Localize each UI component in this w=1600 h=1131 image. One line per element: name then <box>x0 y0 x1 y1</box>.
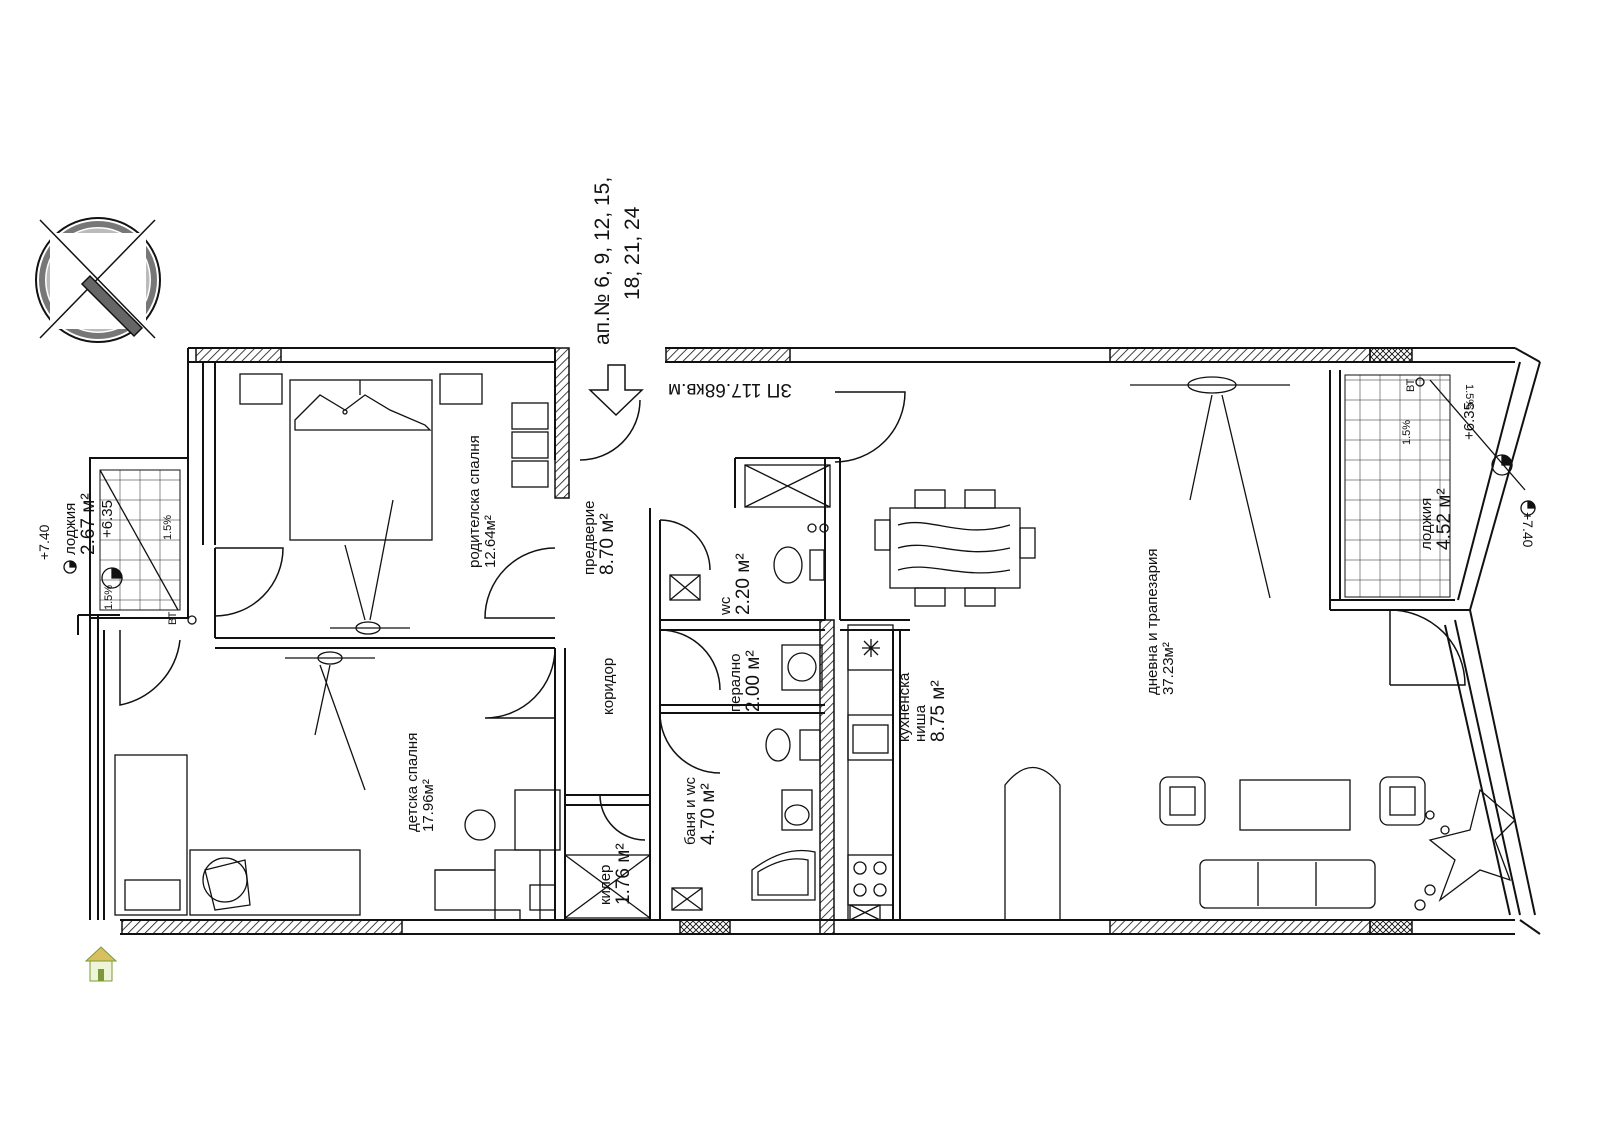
room-name: лоджия <box>62 502 79 555</box>
room-name: wc <box>717 596 734 615</box>
drain-left: ВТ <box>167 611 179 625</box>
room-name-2: ниша <box>911 704 929 742</box>
room-name: коридор <box>600 657 617 715</box>
room-name: предверие <box>581 500 598 575</box>
living-furniture <box>1004 767 1516 920</box>
slope-right-a: 1.5% <box>1401 419 1413 445</box>
slope-left-b: 1.5% <box>103 584 115 610</box>
room-hall: предверие 8.70 м² <box>581 500 618 575</box>
level-right-rail: +7.40 <box>1520 512 1536 548</box>
dining-table <box>874 489 1036 607</box>
room-area: 2.67 м² <box>77 493 99 555</box>
level-left-floor: +6.35 <box>99 500 116 538</box>
double-bed <box>239 373 549 541</box>
kids-furniture <box>114 754 561 921</box>
room-area: 8.70 м² <box>596 513 618 575</box>
level-left-rail: +7.40 <box>36 524 52 560</box>
room-kids-bedroom: детска спалня 17.96м² <box>404 732 437 832</box>
level-markers <box>63 377 1536 625</box>
room-name: перално <box>727 653 744 712</box>
walls <box>77 347 1541 935</box>
room-name: детска спалня <box>404 732 421 832</box>
room-living: дневна и трапезария 37.23м² <box>1144 548 1177 695</box>
room-loggia-right: лоджия 4.52 м² <box>1418 488 1455 550</box>
room-bath: баня и wc 4.70 м² <box>682 776 719 845</box>
slope-left-a: 1.5% <box>162 514 174 540</box>
room-corridor: коридор <box>600 657 617 715</box>
room-loggia-left: лоджия 2.67 м² <box>62 493 99 555</box>
hatched-walls <box>121 347 1413 935</box>
company-logo <box>84 946 118 982</box>
apartment-numbers-line2: 18, 21, 24 <box>621 206 644 300</box>
kitchen-units <box>847 624 894 921</box>
room-pantry: килер 1.76 м² <box>597 843 634 905</box>
room-area: 4.70 м² <box>697 783 719 845</box>
room-laundry: перално 2.00 м² <box>727 650 764 712</box>
room-area: 1.76 м² <box>612 843 634 905</box>
room-area: 37.23м² <box>1159 642 1177 695</box>
entrance-arrow-icon <box>588 364 644 417</box>
sanitary-fixtures <box>564 464 831 919</box>
room-name: родителска спалня <box>466 435 483 568</box>
room-name: кухненска <box>896 672 913 742</box>
room-area: 17.96м² <box>419 779 437 832</box>
doors <box>119 391 1466 841</box>
room-area: 12.64м² <box>481 515 499 568</box>
room-area: 4.52 м² <box>1433 488 1455 550</box>
room-kitchen: кухненска ниша 8.75 м² <box>896 672 949 742</box>
room-name: лоджия <box>1418 497 1435 550</box>
slope-right-b: 1.5% <box>1463 384 1475 410</box>
room-area: 8.75 м² <box>927 680 949 742</box>
drain-right: ВТ <box>1405 378 1417 392</box>
north-compass-icon <box>35 217 161 343</box>
room-wc: wc 2.20 м² <box>717 553 754 615</box>
room-area: 2.20 м² <box>732 553 754 615</box>
room-name: дневна и трапезария <box>1144 548 1161 695</box>
room-parent-bedroom: родителска спалня 12.64м² <box>466 435 499 568</box>
ceiling-lights <box>285 376 1290 791</box>
apartment-numbers-line1: ап.№ 6, 9, 12, 15, <box>591 176 614 345</box>
gross-area-label: ЗП 117.68кв.м <box>668 378 792 400</box>
room-name: баня и wc <box>682 776 699 845</box>
room-area: 2.00 м² <box>742 650 764 712</box>
room-name: килер <box>597 864 614 905</box>
